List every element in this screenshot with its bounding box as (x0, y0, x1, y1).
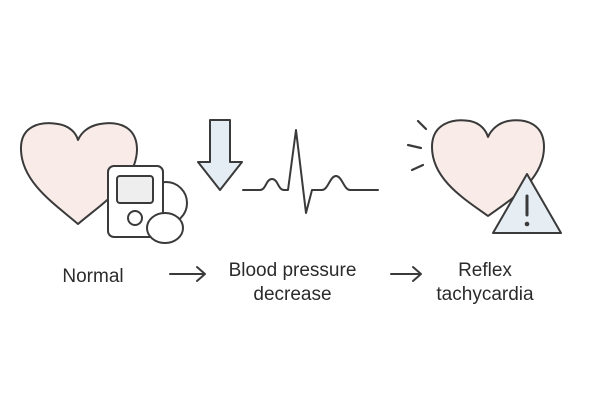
ecg-waveform-icon (242, 129, 379, 214)
warning-icon (492, 173, 562, 234)
step-label-reflex-tachycardia: Reflex tachycardia (410, 259, 560, 307)
step-label-blood-pressure-decrease: Blood pressure decrease (205, 259, 380, 307)
down-arrow-icon (197, 119, 243, 191)
step-label-line: tachycardia (436, 284, 534, 305)
blood-pressure-monitor-icon (107, 165, 188, 244)
step-label-normal: Normal (38, 265, 148, 289)
step-label-line: Reflex (458, 260, 512, 281)
alarm-rays-icon (406, 119, 428, 172)
step-label-line: Normal (62, 266, 124, 287)
step-label-line: Blood pressure (228, 260, 357, 281)
right-arrow-icon (169, 266, 206, 282)
right-arrow-icon (390, 266, 422, 282)
step-label-line: decrease (253, 284, 332, 305)
